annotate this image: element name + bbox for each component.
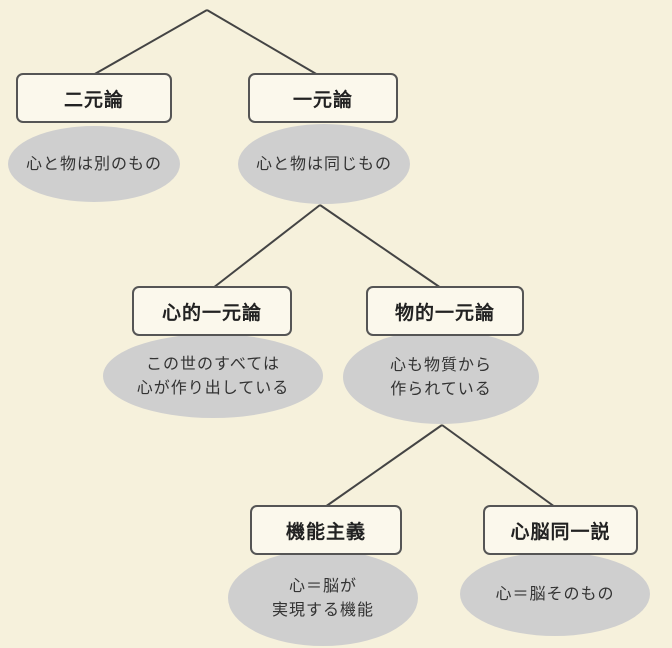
functionalism-box: 機能主義: [250, 505, 402, 555]
connector-physical-functionalism: [324, 424, 443, 508]
connector-monism-mental: [212, 204, 321, 289]
monism-box: 一元論: [248, 73, 398, 123]
physical-monism-box: 物的一元論: [366, 286, 524, 336]
physical-monism-desc: 心も物質から 作られている: [343, 330, 539, 424]
identity-theory-desc: 心＝脳そのもの: [460, 552, 650, 636]
functionalism-title: 機能主義: [285, 520, 366, 543]
connector-physical-identity: [441, 424, 556, 508]
identity-theory-title: 心脳同一説: [510, 520, 611, 543]
physical-monism-title: 物的一元論: [394, 301, 495, 324]
dualism-box: 二元論: [16, 73, 172, 123]
connector-root-dualism: [92, 9, 208, 76]
functionalism-desc: 心＝脳が 実現する機能: [228, 550, 418, 646]
functionalism-desc-text: 心＝脳が 実現する機能: [271, 576, 374, 619]
dualism-desc: 心と物は別のもの: [8, 126, 180, 202]
identity-theory-desc-text: 心＝脳そのもの: [495, 584, 615, 603]
dualism-title: 二元論: [63, 88, 124, 111]
dualism-desc-text: 心と物は別のもの: [25, 154, 162, 173]
physical-monism-desc-text: 心も物質から 作られている: [389, 355, 492, 398]
mental-monism-desc-text: この世のすべては 心が作り出している: [136, 354, 290, 397]
connector-root-monism: [206, 9, 319, 76]
monism-desc-text: 心と物は同じもの: [255, 154, 392, 173]
connector-monism-physical: [319, 204, 442, 289]
mental-monism-box: 心的一元論: [132, 286, 292, 336]
mental-monism-desc: この世のすべては 心が作り出している: [103, 334, 323, 418]
monism-desc: 心と物は同じもの: [238, 124, 410, 204]
mental-monism-title: 心的一元論: [161, 301, 262, 324]
monism-title: 一元論: [292, 88, 353, 111]
identity-theory-box: 心脳同一説: [483, 505, 638, 555]
